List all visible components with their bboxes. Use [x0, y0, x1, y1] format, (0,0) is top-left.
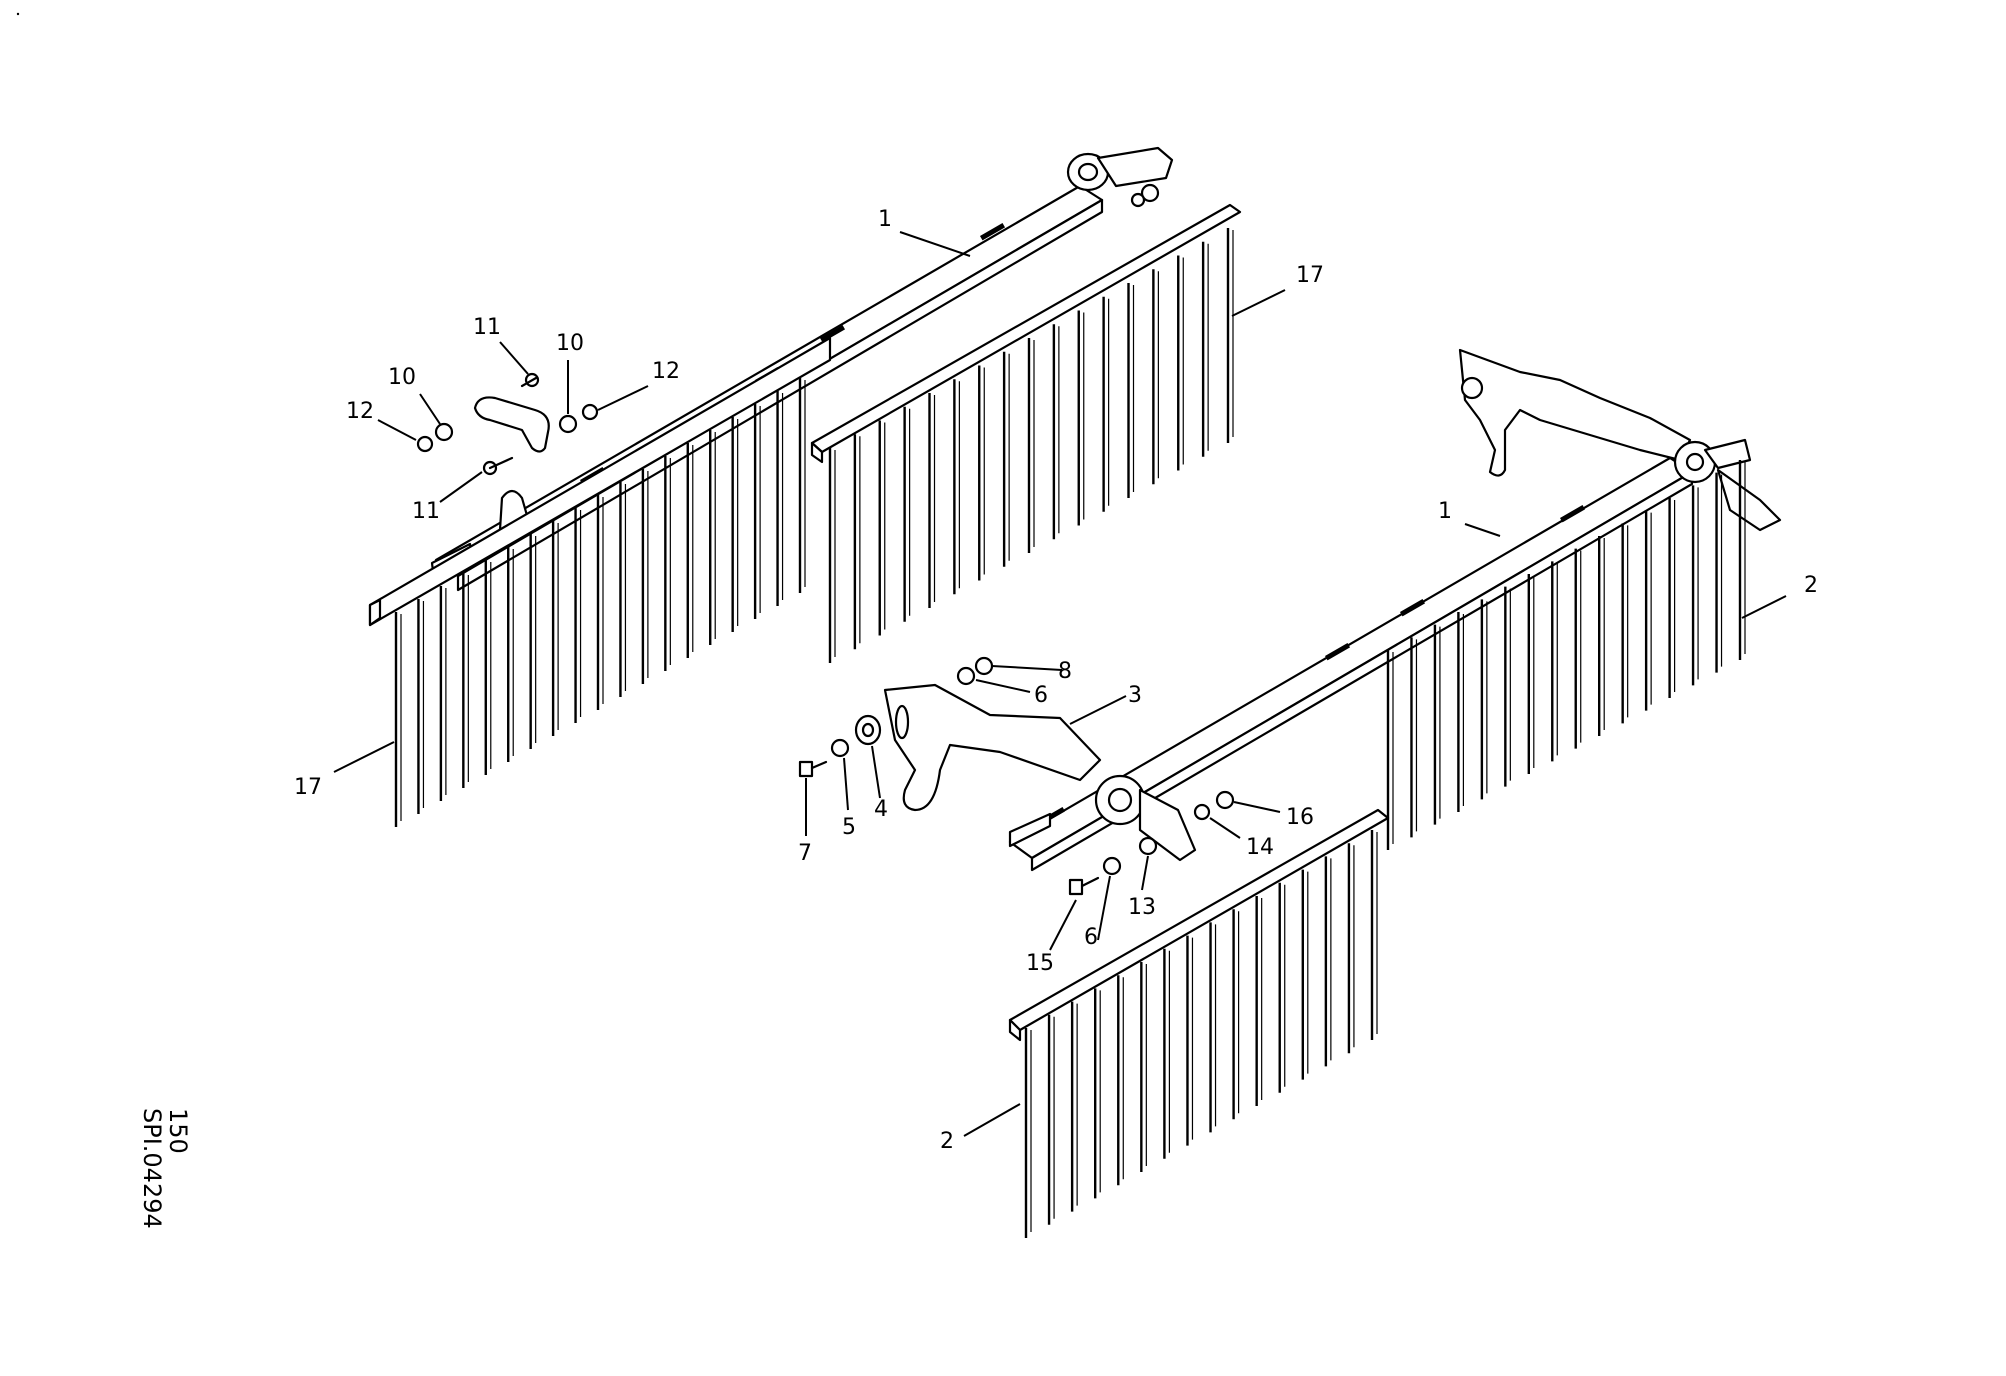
bracket-3 [883, 683, 1102, 812]
callout-1-lower: 1 [1438, 499, 1452, 524]
page-number: 150 [164, 1108, 192, 1154]
upper-left-tine-bar [368, 336, 832, 827]
callout-10-left: 10 [388, 365, 416, 390]
bracket-link [473, 396, 550, 453]
callout-6-bottom: 6 [1084, 925, 1098, 950]
callout-2-lower: 2 [940, 1129, 954, 1154]
callout-6-top: 6 [1034, 683, 1048, 708]
nut-12-upper [581, 403, 599, 421]
callout-5: 5 [842, 815, 856, 840]
washer-6-top [956, 666, 976, 686]
lower-right-tine-bar [1386, 460, 1746, 850]
callout-12-right: 12 [652, 359, 680, 384]
callout-13: 13 [1128, 895, 1156, 920]
upper-right-tine-bar [810, 203, 1242, 663]
lower-front-tine-bar [1008, 808, 1390, 1238]
upper-rake-assembly [368, 146, 1242, 827]
washer-6-bottom [1102, 856, 1122, 876]
callout-17-lower: 17 [294, 775, 322, 800]
callout-16: 16 [1286, 805, 1314, 830]
bolt-15 [1068, 878, 1084, 896]
callout-11-top: 11 [473, 315, 501, 340]
drawing-code-block: 150 SPI.04294 [138, 1108, 192, 1229]
nut-12-left [416, 435, 434, 453]
nut-8 [974, 656, 994, 676]
callout-1-upper: 1 [878, 207, 892, 232]
lower-rake-assembly [798, 348, 1782, 1238]
callout-11-lower: 11 [412, 499, 440, 524]
callout-3: 3 [1128, 683, 1142, 708]
callout-10-top: 10 [556, 331, 584, 356]
callout-leaders [333, 231, 1787, 1137]
drawing-code: SPI.04294 [138, 1108, 166, 1229]
washer-13 [1138, 836, 1158, 856]
callout-12-left: 12 [346, 399, 374, 424]
washer-14 [1193, 803, 1211, 821]
corner-dot [16, 12, 20, 16]
washer-5 [830, 738, 850, 758]
callout-14: 14 [1246, 835, 1274, 860]
callout-8: 8 [1058, 659, 1072, 684]
bolt-7 [798, 760, 814, 778]
callout-17-upper: 17 [1296, 263, 1324, 288]
callout-7: 7 [798, 841, 812, 866]
callout-2-right: 2 [1804, 573, 1818, 598]
washer-10-upper [558, 414, 578, 434]
nut-16 [1215, 790, 1235, 810]
callout-labels: 1 17 11 10 12 12 10 11 17 1 2 8 6 3 5 4 … [294, 207, 1818, 1154]
hook-bracket [1458, 348, 1692, 477]
callout-4: 4 [874, 797, 888, 822]
callout-15: 15 [1026, 951, 1054, 976]
washer-10-left [434, 422, 454, 442]
